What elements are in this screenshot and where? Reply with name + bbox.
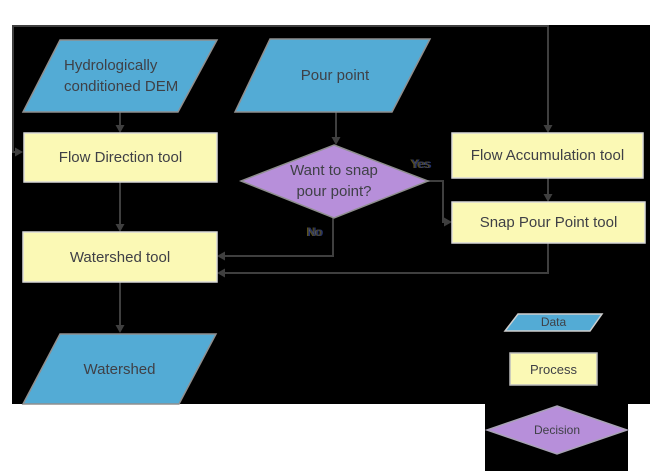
arrowhead-into-watershed-tool-top (115, 224, 125, 232)
flow-accumulation-rect (451, 132, 644, 179)
edge-left-border-to-flow-direction (12, 25, 15, 153)
flow-direction-rect (23, 132, 218, 183)
arrowhead-into-flow-direction-top (115, 125, 125, 133)
flow-direction-label: Flow Direction tool (58, 149, 183, 166)
yes-branch-label: Yes (411, 157, 431, 171)
edge-decision-yes-to-snap (428, 180, 445, 223)
arrowhead-into-flow-direction-left (15, 147, 23, 157)
watershed-tool-label: Watershed tool (69, 248, 171, 266)
snap-pour-point-rect (451, 201, 646, 244)
pour-point-parallelogram (233, 38, 432, 113)
arrowhead-into-snap-top (543, 194, 553, 202)
arrowhead-into-watershed-tool-right-1 (217, 251, 225, 261)
legend-data-label: Data (540, 315, 567, 329)
watershed-tool-rect (22, 231, 218, 283)
dem-label: Hydrologically conditioned DEM (64, 57, 179, 95)
flow-accumulation-label: Flow Accumulation tool (470, 147, 625, 164)
arrowhead-into-watershed (115, 325, 125, 333)
arrowhead-into-decision (331, 137, 341, 145)
arrowhead-into-flow-accumulation (543, 125, 553, 133)
watershed-parallelogram (21, 333, 218, 405)
decision-label: Want to snap pour point? (290, 162, 378, 200)
dem-parallelogram (21, 39, 219, 113)
legend-data-parallelogram (503, 313, 604, 332)
pour-point-label: Pour point (300, 67, 370, 84)
legend-decision-label: Decision (533, 423, 581, 437)
no-branch-label: No (307, 225, 323, 239)
edge-top-border-to-flow-accumulation (13, 25, 549, 126)
legend-process-rect (509, 352, 598, 386)
watershed-label: Watershed (83, 360, 156, 378)
legend-process-label: Process (530, 361, 577, 377)
legend-decision-diamond (484, 405, 630, 455)
arrowhead-into-watershed-tool-right-2 (217, 268, 225, 278)
edge-snap-to-watershed-tool (224, 243, 549, 274)
decision-diamond (238, 144, 431, 219)
arrowhead-into-snap-left (444, 217, 452, 227)
snap-pour-point-label: Snap Pour Point tool (479, 214, 618, 231)
edge-decision-no-to-watershed-tool (224, 215, 334, 257)
